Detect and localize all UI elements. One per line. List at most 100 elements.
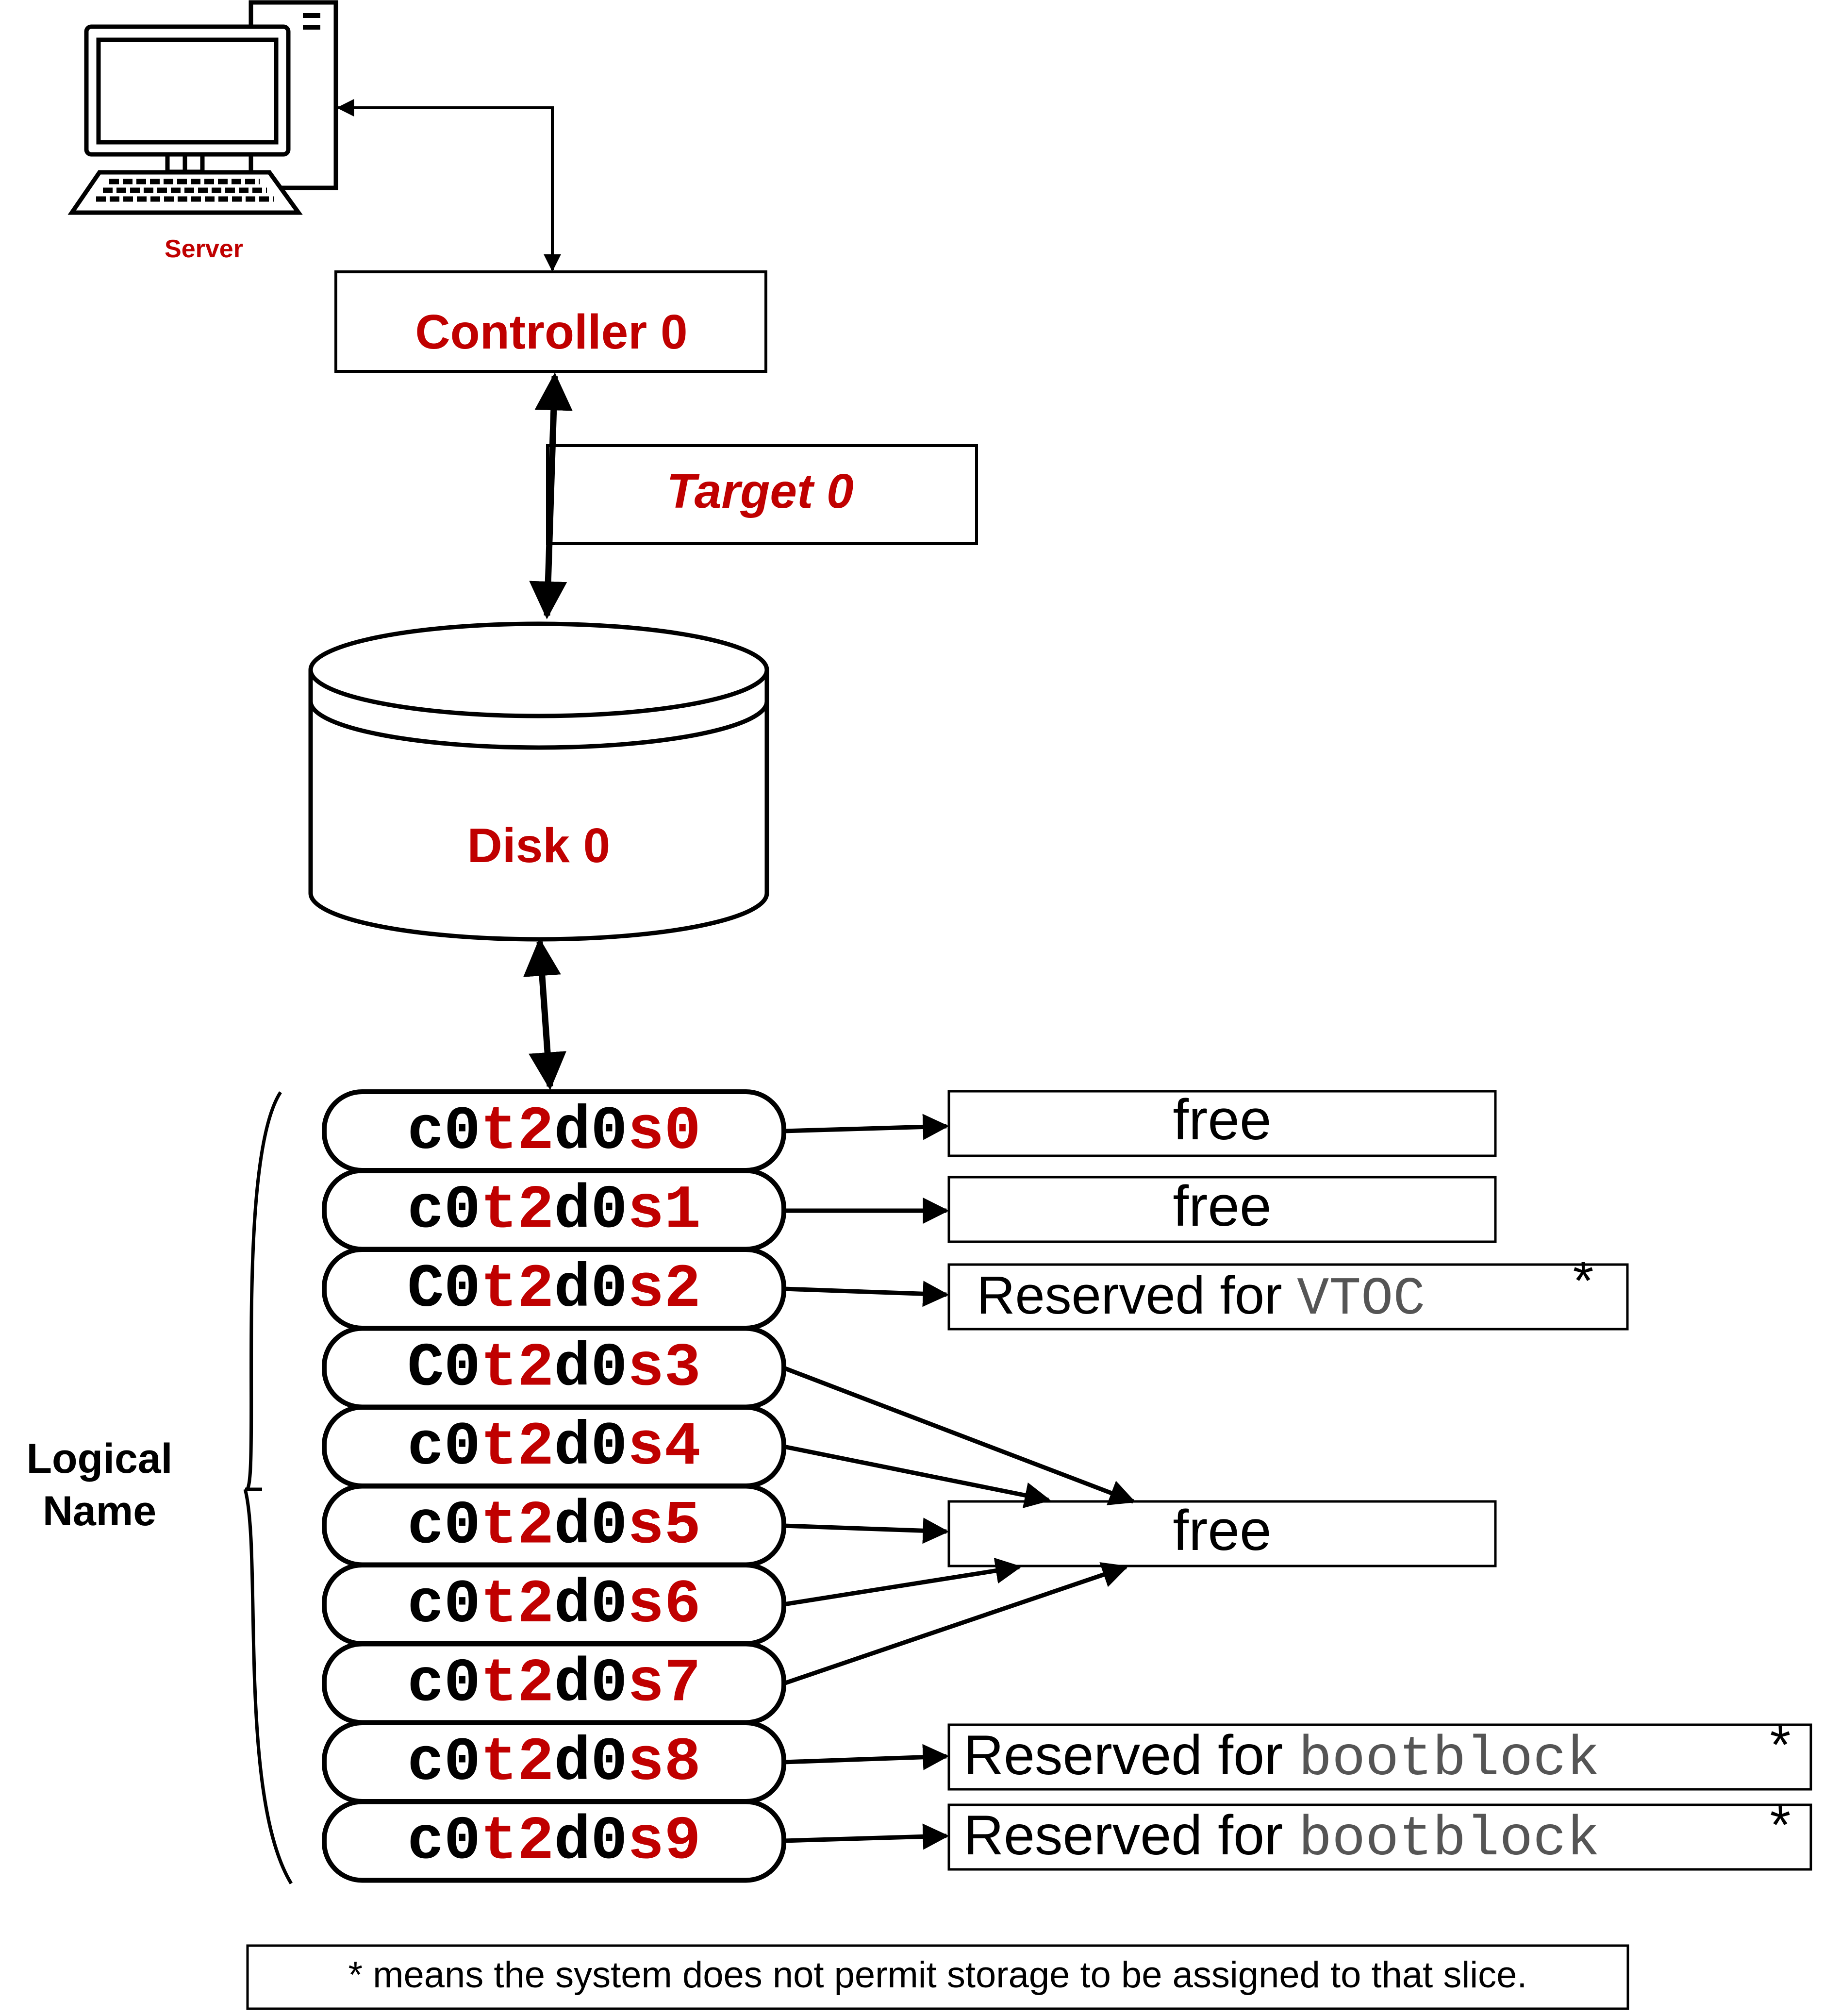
slice-part-t: t2 bbox=[481, 1255, 554, 1324]
slice-name: c0t2d0s7 bbox=[407, 1649, 701, 1719]
slice-name: C0t2d0s3 bbox=[407, 1334, 701, 1403]
target-free-s0: free bbox=[947, 1088, 1497, 1157]
slice-name: c0t2d0s5 bbox=[407, 1492, 701, 1561]
slice-part-s: s4 bbox=[628, 1413, 701, 1482]
arrow-s5 bbox=[783, 1517, 949, 1544]
controller-label: Controller 0 bbox=[415, 305, 687, 359]
arrow-s8 bbox=[783, 1744, 949, 1770]
slice-part-s: s6 bbox=[628, 1570, 701, 1640]
server-controller-connector bbox=[336, 99, 561, 272]
slice-part-s: s9 bbox=[628, 1807, 701, 1877]
slice-part-t: t2 bbox=[481, 1728, 554, 1798]
target-reserved-bootblock-s8: Reserved for bootblock * bbox=[947, 1715, 1812, 1791]
slice-part-d: d0 bbox=[554, 1334, 628, 1403]
slice-arrows bbox=[783, 1114, 1136, 1850]
target-free-s1: free bbox=[947, 1174, 1497, 1243]
server-label: Server bbox=[165, 235, 243, 263]
vtoc-line: Reserved for VTOC bbox=[977, 1266, 1425, 1330]
logical-name-line2: Name bbox=[43, 1488, 156, 1534]
vtoc-prefix: Reserved for bbox=[977, 1266, 1297, 1325]
boot-s8-line: Reserved for bootblock bbox=[963, 1724, 1600, 1791]
slice-part-d: d0 bbox=[554, 1807, 628, 1877]
disk-icon bbox=[308, 621, 769, 942]
slice-part-c: c0 bbox=[407, 1807, 481, 1877]
logical-name-line1: Logical bbox=[26, 1435, 172, 1482]
slice-part-t: t2 bbox=[481, 1492, 554, 1561]
target-reserved-bootblock-s9: Reserved for bootblock * bbox=[947, 1795, 1812, 1871]
slice-part-t: t2 bbox=[481, 1097, 554, 1166]
controller-disk-arrow bbox=[529, 372, 573, 619]
slice-part-s: s0 bbox=[628, 1097, 701, 1166]
slice-item: c0t2d0s0 bbox=[322, 1089, 786, 1173]
slice-part-d: d0 bbox=[554, 1097, 628, 1166]
slice-item: c0t2d0s7 bbox=[322, 1641, 786, 1725]
slice-part-c: c0 bbox=[407, 1649, 481, 1719]
slice-part-t: t2 bbox=[481, 1649, 554, 1719]
slice-part-s: s7 bbox=[628, 1649, 701, 1719]
slice-part-c: c0 bbox=[407, 1570, 481, 1640]
boot-s9-line: Reserved for bootblock bbox=[963, 1804, 1600, 1871]
free-shared-text: free bbox=[1173, 1499, 1271, 1563]
slice-part-t: t2 bbox=[481, 1570, 554, 1640]
target-reserved-vtoc: Reserved for VTOC * bbox=[947, 1251, 1629, 1331]
slice-item: c0t2d0s9 bbox=[322, 1799, 786, 1883]
slice-part-s: s3 bbox=[628, 1334, 701, 1403]
slice-part-s: s8 bbox=[628, 1728, 701, 1798]
slice-name: c0t2d0s0 bbox=[407, 1097, 701, 1166]
arrow-s0 bbox=[783, 1114, 949, 1140]
slice-part-c: c0 bbox=[407, 1413, 481, 1482]
slice-item: c0t2d0s5 bbox=[322, 1483, 786, 1567]
free-s0-text: free bbox=[1173, 1088, 1271, 1152]
slice-part-s: s1 bbox=[628, 1176, 701, 1246]
slice-part-c: c0 bbox=[407, 1728, 481, 1798]
arrow-s9 bbox=[783, 1823, 949, 1850]
boot-s9-star: * bbox=[1770, 1795, 1791, 1855]
slice-item: C0t2d0s3 bbox=[322, 1326, 786, 1410]
disk-slices-arrow bbox=[523, 938, 566, 1090]
boot-s9-prefix: Reserved for bbox=[963, 1804, 1298, 1866]
slice-part-d: d0 bbox=[554, 1255, 628, 1324]
footnote-box bbox=[246, 1944, 1629, 2010]
slice-item: c0t2d0s1 bbox=[322, 1168, 786, 1252]
slice-item: c0t2d0s8 bbox=[322, 1720, 786, 1804]
target-free-shared: free bbox=[947, 1499, 1497, 1567]
slice-item: c0t2d0s4 bbox=[322, 1405, 786, 1488]
boot-s8-star: * bbox=[1770, 1715, 1791, 1775]
logical-name-brace bbox=[243, 1091, 293, 1884]
target-label: Target 0 bbox=[666, 464, 853, 518]
slice-part-c: c0 bbox=[407, 1492, 481, 1561]
boot-s8-prefix: Reserved for bbox=[963, 1724, 1298, 1786]
server-icon bbox=[67, 0, 338, 215]
slice-name: c0t2d0s4 bbox=[407, 1413, 701, 1482]
slice-part-t: t2 bbox=[481, 1413, 554, 1482]
slice-part-d: d0 bbox=[554, 1176, 628, 1246]
slice-part-d: d0 bbox=[554, 1413, 628, 1482]
arrow-s3 bbox=[783, 1366, 1136, 1505]
slice-part-t: t2 bbox=[481, 1176, 554, 1246]
slice-part-d: d0 bbox=[554, 1649, 628, 1719]
vtoc-code: VTOC bbox=[1297, 1269, 1425, 1330]
arrow-s7 bbox=[783, 1562, 1129, 1686]
slice-part-c: c0 bbox=[407, 1176, 481, 1246]
slice-part-t: t2 bbox=[481, 1334, 554, 1403]
slice-pill bbox=[322, 1799, 786, 1883]
slice-part-d: d0 bbox=[554, 1728, 628, 1798]
footnote-text: * means the system does not permit stora… bbox=[348, 1954, 1527, 1996]
slice-part-c: C0 bbox=[407, 1255, 481, 1324]
slice-part-d: d0 bbox=[554, 1492, 628, 1561]
slice-part-d: d0 bbox=[554, 1570, 628, 1640]
free-s1-text: free bbox=[1173, 1174, 1271, 1238]
arrow-s4 bbox=[783, 1444, 1051, 1508]
boot-s8-code: bootblock bbox=[1298, 1728, 1600, 1791]
slice-part-c: C0 bbox=[407, 1334, 481, 1403]
disk-label: Disk 0 bbox=[467, 818, 611, 873]
slice-name: C0t2d0s2 bbox=[407, 1255, 701, 1324]
arrow-s6 bbox=[783, 1557, 1022, 1607]
slice-part-c: c0 bbox=[407, 1097, 481, 1166]
slice-part-s: s2 bbox=[628, 1255, 701, 1324]
controller-box bbox=[334, 270, 767, 373]
slice-item: C0t2d0s2 bbox=[322, 1247, 786, 1331]
boot-s9-code: bootblock bbox=[1298, 1808, 1600, 1871]
